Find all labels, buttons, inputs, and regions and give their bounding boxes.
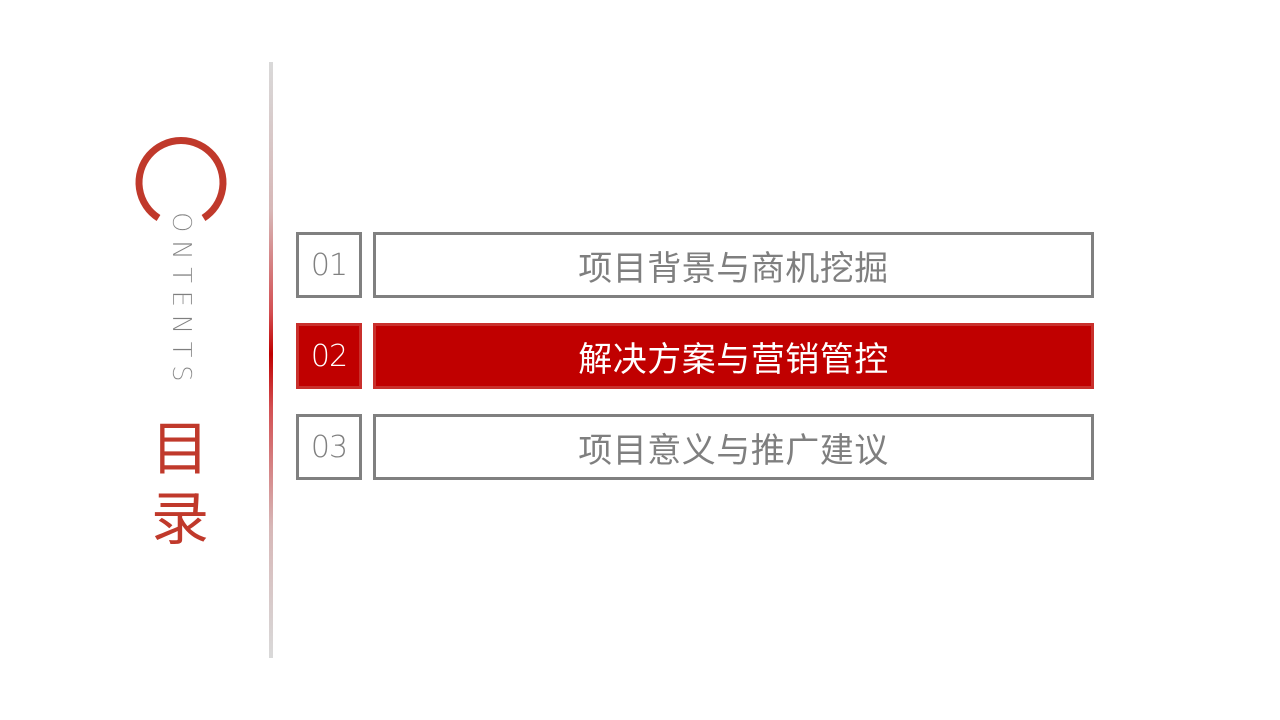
menu-item-label: 项目背景与商机挖掘	[373, 232, 1094, 298]
menu-item-label: 项目意义与推广建议	[373, 414, 1094, 480]
contents-text: ONTENTS	[166, 212, 196, 390]
menu-item-label: 解决方案与营销管控	[373, 323, 1094, 389]
menu-item-02-active[interactable]: 02 解决方案与营销管控	[296, 323, 1094, 389]
menu-item-number: 01	[296, 232, 362, 298]
letter-c-arc-icon	[135, 137, 227, 221]
menu-item-01[interactable]: 01 项目背景与商机挖掘	[296, 232, 1094, 298]
menu-item-03[interactable]: 03 项目意义与推广建议	[296, 414, 1094, 480]
vertical-divider	[269, 62, 273, 658]
menu-item-number: 03	[296, 414, 362, 480]
catalog-title: 目录	[150, 415, 209, 553]
menu-item-number: 02	[296, 323, 362, 389]
